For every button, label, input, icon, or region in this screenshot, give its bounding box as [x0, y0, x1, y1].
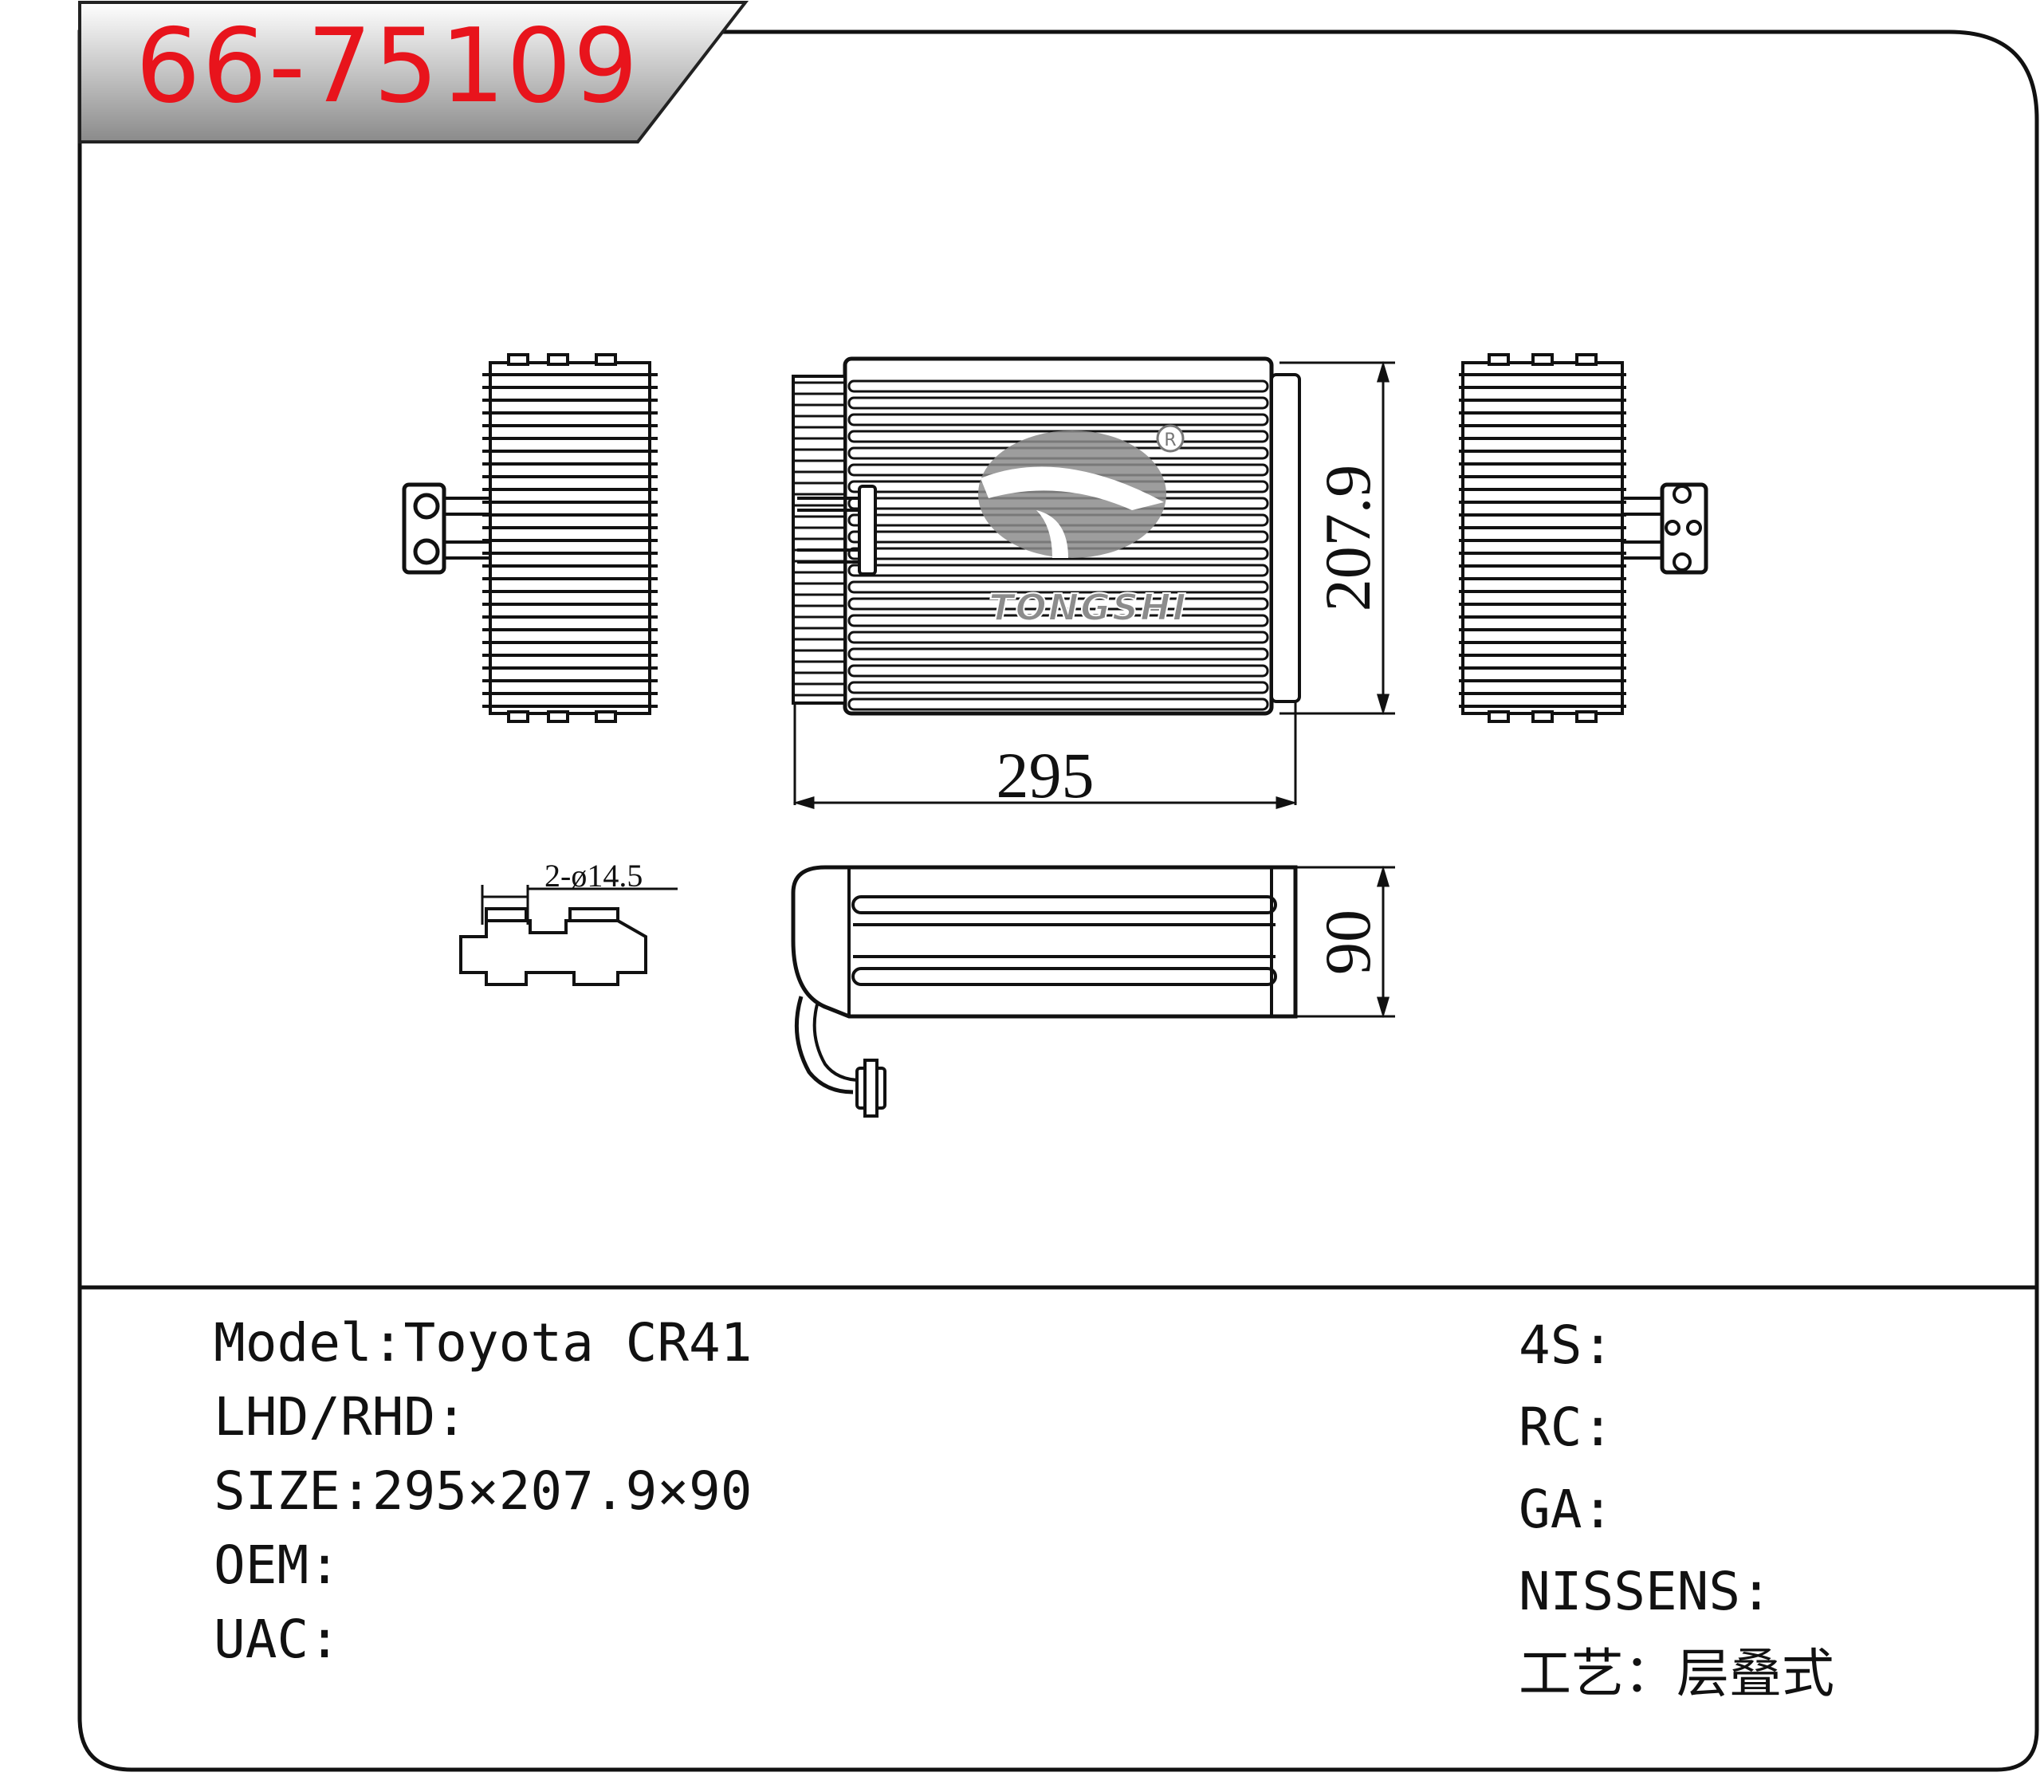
- specs-right-row: NISSENS:: [1519, 1566, 1772, 1618]
- brand-name: TONGSHI: [989, 586, 1187, 629]
- specs-right-sep: :: [1582, 1479, 1614, 1540]
- tube: [847, 413, 1269, 426]
- title-tab: [78, 1, 749, 143]
- specs-left-sep: :: [340, 1460, 372, 1522]
- specs-right-label: 4S: [1519, 1315, 1582, 1376]
- fin-cap: [1488, 353, 1510, 366]
- fin-cap: [1531, 353, 1554, 366]
- part-number: 66-75109: [136, 7, 640, 126]
- specs-left-label: OEM: [214, 1535, 309, 1596]
- specs-left-sep: :: [371, 1312, 404, 1373]
- specs-right-label: NISSENS: [1519, 1561, 1741, 1622]
- connector-detail: [459, 885, 678, 986]
- fin-cap: [1488, 710, 1510, 723]
- specs-right-row: RC:: [1519, 1401, 1614, 1454]
- specs-right-label: RC: [1519, 1397, 1582, 1458]
- specs-left-row: Model:Toyota CR41: [214, 1317, 753, 1370]
- specs-right-row: GA:: [1519, 1484, 1614, 1536]
- specs-left-value: Toyota CR41: [403, 1312, 753, 1373]
- tube: [847, 664, 1269, 678]
- fin-cap: [507, 710, 529, 723]
- dimension-lines: [792, 360, 1395, 1019]
- fin-cap: [1575, 353, 1598, 366]
- left-side-view: [402, 353, 658, 723]
- tube: [847, 614, 1269, 627]
- tube: [847, 698, 1269, 711]
- specs-left-label: LHD/RHD: [214, 1386, 436, 1448]
- specs-left-label: Model: [214, 1312, 372, 1373]
- tube: [847, 564, 1269, 577]
- specs-left-value: 295×207.9×90: [371, 1460, 753, 1522]
- specs-right-sep: :: [1582, 1315, 1614, 1376]
- specs-right-label: 工艺: [1519, 1643, 1624, 1704]
- specs-right-label: GA: [1519, 1479, 1582, 1540]
- fin-cap: [547, 710, 569, 723]
- fin-cap: [1531, 710, 1554, 723]
- specs-left-label: SIZE: [214, 1460, 340, 1522]
- tube: [847, 647, 1269, 661]
- specs-left-label: UAC: [214, 1609, 309, 1670]
- specs-left-row: OEM:: [214, 1539, 340, 1592]
- fin-cap: [595, 353, 617, 366]
- tube: [847, 396, 1269, 410]
- tube: [847, 379, 1269, 393]
- specs-right-sep: :: [1740, 1561, 1772, 1622]
- specs-right-sep: :: [1582, 1397, 1614, 1458]
- top-view: [791, 865, 1298, 1118]
- specs-left-sep: :: [309, 1609, 340, 1670]
- tube: [847, 631, 1269, 644]
- registered-mark: R: [1164, 430, 1176, 450]
- frame-border: [77, 29, 2039, 1772]
- specs-left-sep: :: [309, 1535, 340, 1596]
- specs-left-row: UAC:: [214, 1613, 340, 1666]
- dim-depth: 90: [1311, 910, 1384, 975]
- brand-logo: R TONGSHI: [978, 424, 1187, 630]
- specs-right-row: 工艺：层叠式: [1519, 1648, 1834, 1700]
- specs-right-sep: ：: [1624, 1643, 1676, 1704]
- specs-left-row: LHD/RHD:: [214, 1391, 467, 1444]
- fin-cap: [507, 353, 529, 366]
- dim-pipe-holes: 2-ø14.5: [544, 858, 643, 894]
- tube: [847, 580, 1269, 594]
- right-side-view: [1459, 353, 1708, 723]
- specs-left-row: SIZE:295×207.9×90: [214, 1465, 753, 1518]
- fin-cap: [595, 710, 617, 723]
- dim-width: 295: [996, 739, 1095, 812]
- fin-cap: [547, 353, 569, 366]
- specs-right-value: 层叠式: [1676, 1643, 1834, 1704]
- tube: [847, 681, 1269, 694]
- dim-height: 207.9: [1311, 465, 1384, 612]
- specs-right-row: 4S:: [1519, 1319, 1614, 1372]
- specs-left-sep: :: [435, 1386, 467, 1448]
- tube: [847, 597, 1269, 611]
- fin-cap: [1575, 710, 1598, 723]
